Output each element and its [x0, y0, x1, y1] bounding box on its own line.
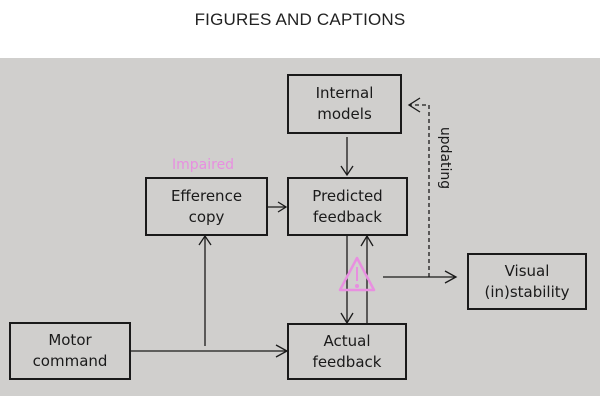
updating-label: updating [437, 126, 453, 190]
node-label: Actual feedback [312, 331, 382, 371]
node-label: Visual (in)stability [484, 261, 570, 301]
page-heading: FIGURES AND CAPTIONS [194, 10, 406, 29]
node-label: Internal models [315, 84, 374, 123]
node-label: Motor command [32, 331, 108, 370]
impaired-label: Impaired [172, 157, 235, 173]
node-internal-models: Internal models [287, 74, 402, 134]
node-motor-command: Motor command [9, 322, 131, 380]
node-actual-feedback: Actual feedback [287, 323, 407, 380]
node-label: Predicted feedback [312, 186, 383, 226]
node-efference-copy: Efference copy [145, 177, 268, 236]
node-visual-instability: Visual (in)stability [467, 253, 587, 310]
node-label: Efference copy [170, 186, 243, 226]
node-predicted-feedback: Predicted feedback [287, 177, 408, 236]
